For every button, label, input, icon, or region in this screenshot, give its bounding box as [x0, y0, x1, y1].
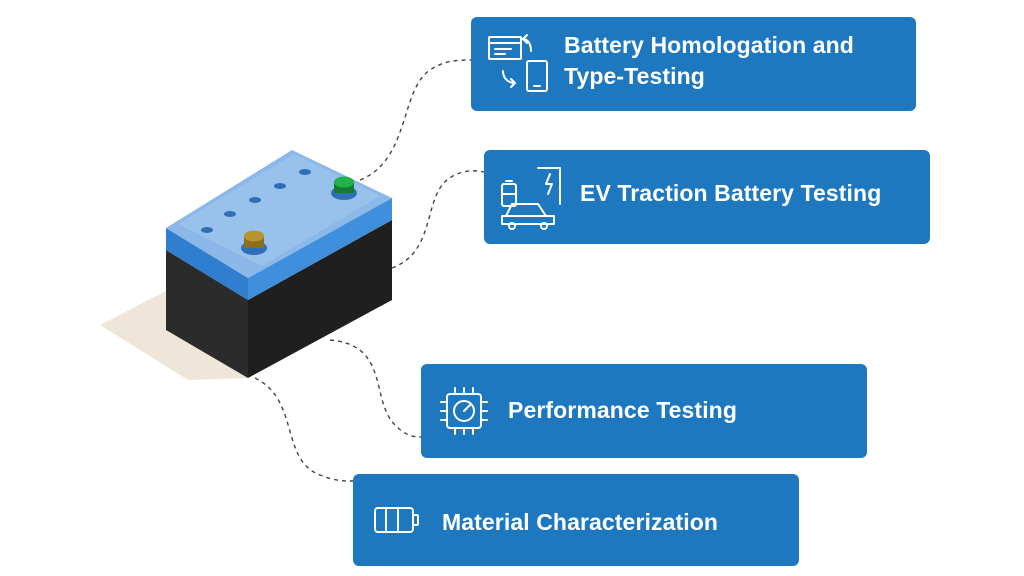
connector-material [254, 377, 354, 482]
battery-lid-ridge [178, 154, 380, 266]
card-label: Material Characterization [442, 509, 719, 535]
connector-lines [254, 59, 485, 482]
battery-lid-right [248, 198, 392, 300]
positive-terminal-icon [331, 176, 357, 200]
card-performance-testing[interactable]: Performance Testing [421, 364, 867, 458]
battery-lid-left [166, 228, 248, 300]
battery-illustration [100, 150, 392, 380]
card-label: Battery Homologation and Type-Testing [564, 32, 854, 89]
battery-body-left [166, 250, 248, 378]
battery-vents [201, 169, 311, 233]
card-label: EV Traction Battery Testing [580, 180, 882, 206]
negative-terminal-icon [241, 230, 267, 255]
connector-performance [329, 339, 422, 438]
battery-body-right [248, 220, 392, 378]
connector-ev [391, 170, 485, 269]
card-ev-traction-battery[interactable]: EV Traction Battery Testing [484, 150, 930, 244]
battery-icon [374, 507, 419, 533]
card-label: Performance Testing [508, 397, 737, 423]
battery-shadow [100, 290, 248, 380]
connector-homologation [359, 59, 472, 181]
document-phone-sync-icon [488, 34, 548, 92]
ev-charging-icon [501, 167, 561, 230]
chip-gauge-icon [440, 387, 488, 435]
card-battery-homologation[interactable]: Battery Homologation and Type-Testing [471, 17, 916, 111]
card-material-characterization[interactable]: Material Characterization [353, 474, 799, 566]
